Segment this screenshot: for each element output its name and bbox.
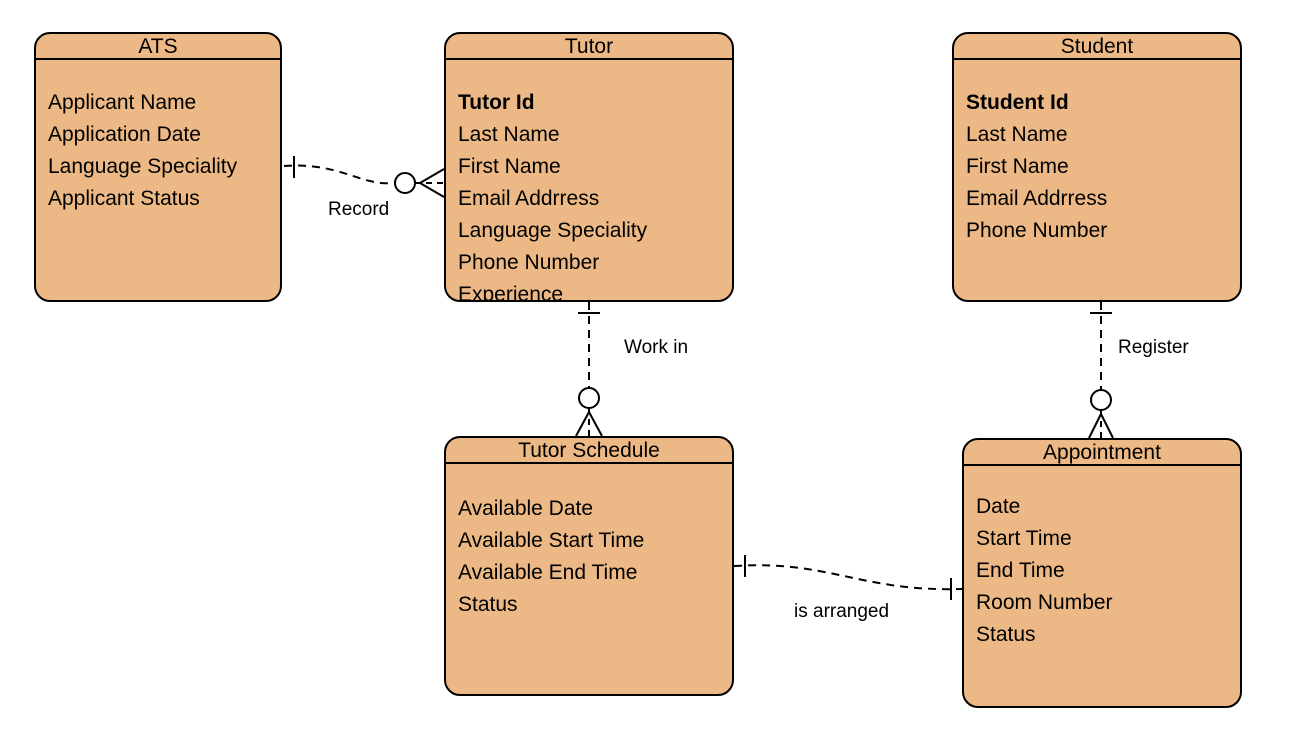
attribute: Language Speciality (458, 219, 648, 242)
entity-title: Tutor Schedule (446, 438, 732, 464)
relationship-label-work-in: Work in (624, 337, 689, 358)
attribute: Applicant Status (48, 187, 200, 210)
attribute-list: Applicant Name Application Date Language… (36, 87, 280, 215)
attribute: Available Date (458, 497, 594, 520)
relationship-work-in-line (575, 302, 603, 437)
attribute: Last Name (966, 123, 1068, 146)
entity-title: Appointment (964, 440, 1240, 466)
attribute-list: Tutor Id Last Name First Name Email Addr… (446, 87, 732, 302)
attribute: Application Date (48, 123, 201, 146)
relationship-label-record: Record (328, 199, 390, 220)
entity-title: Tutor (446, 34, 732, 60)
entity-title: ATS (36, 34, 280, 60)
primary-key-attribute: Student Id (966, 91, 1069, 114)
attribute: Date (976, 495, 1021, 518)
attribute: Phone Number (458, 251, 600, 274)
entity-tutor-schedule[interactable]: Tutor Schedule Available Date Available … (444, 436, 734, 696)
entity-title: Student (954, 34, 1240, 60)
attribute: Experience (458, 283, 564, 302)
attribute: Start Time (976, 527, 1072, 550)
primary-key-attribute: Tutor Id (458, 91, 535, 114)
entity-student[interactable]: Student Student Id Last Name First Name … (952, 32, 1242, 302)
relationship-register-line (1088, 302, 1114, 439)
attribute: End Time (976, 559, 1065, 582)
attribute: Last Name (458, 123, 560, 146)
attribute: First Name (458, 155, 561, 178)
attribute: Status (976, 623, 1036, 646)
entity-appointment[interactable]: Appointment Date Start Time End Time Roo… (962, 438, 1242, 708)
relationship-label-register: Register (1118, 337, 1189, 358)
attribute-list: Available Date Available Start Time Avai… (446, 493, 732, 621)
attribute: First Name (966, 155, 1069, 178)
attribute-list: Student Id Last Name First Name Email Ad… (954, 87, 1240, 247)
relationship-is-arranged-line (733, 555, 963, 600)
attribute: Room Number (976, 591, 1113, 614)
attribute: Email Addrress (966, 187, 1108, 210)
relationship-record-line (283, 156, 445, 198)
attribute: Available Start Time (458, 529, 645, 552)
attribute-list: Date Start Time End Time Room Number Sta… (964, 491, 1240, 651)
attribute: Language Speciality (48, 155, 238, 178)
entity-tutor[interactable]: Tutor Tutor Id Last Name First Name Emai… (444, 32, 734, 302)
relationship-label-is-arranged: is arranged (794, 601, 890, 622)
attribute: Email Addrress (458, 187, 600, 210)
attribute: Status (458, 593, 518, 616)
attribute: Available End Time (458, 561, 638, 584)
entity-ats[interactable]: ATS Applicant Name Application Date Lang… (34, 32, 282, 302)
attribute: Applicant Name (48, 91, 197, 114)
attribute: Phone Number (966, 219, 1108, 242)
